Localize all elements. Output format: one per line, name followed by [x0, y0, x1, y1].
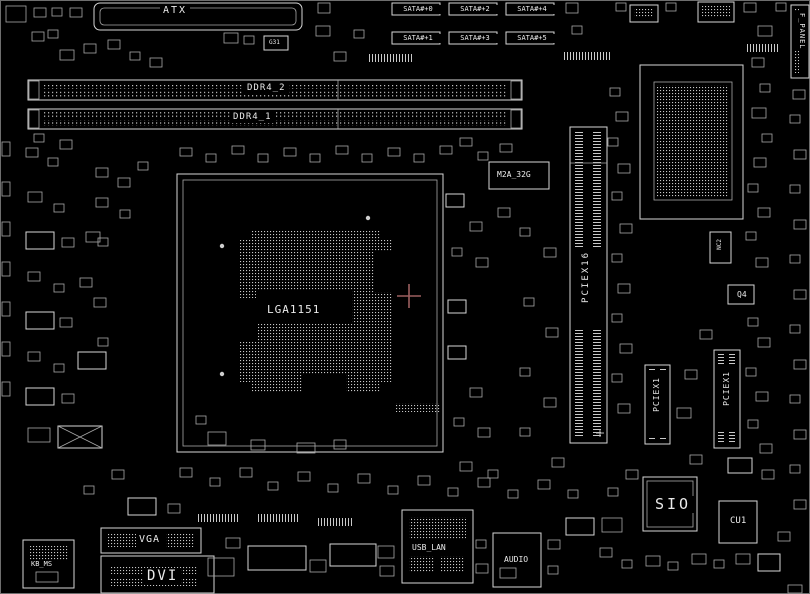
- atx-label: ATX: [160, 5, 191, 17]
- usb-lan-label: USB_LAN: [409, 543, 449, 553]
- m2-connector[interactable]: [488, 161, 550, 190]
- cu1-label: CU1: [727, 516, 750, 527]
- sata-label-6: SATA#+5: [508, 34, 556, 43]
- ddr4-2-label: DDR4_2: [244, 83, 289, 94]
- sio-label: SIO: [652, 496, 695, 513]
- sata-label-3: SATA#+4: [508, 5, 556, 14]
- passive-components-right: [607, 57, 807, 594]
- passive-components-cpu-right: [445, 193, 565, 479]
- ddr4-1-label: DDR4_1: [230, 112, 275, 123]
- sata-label-2: SATA#+2: [451, 5, 499, 14]
- atx-connector[interactable]: [93, 2, 303, 31]
- cpu-socket-label: LGA1151: [264, 303, 324, 316]
- nc2-label: NC2: [714, 238, 726, 251]
- m2-slot-label: M2A_32G: [494, 170, 534, 180]
- nc2-connector[interactable]: [709, 231, 732, 264]
- pciex1-top-label: PCIEX1: [650, 376, 664, 413]
- ddr4-1-slot[interactable]: [27, 108, 523, 130]
- g31-component[interactable]: [263, 35, 289, 51]
- pciex1-bottom-label: PCIEX1: [720, 370, 734, 407]
- sata-label-4: SATA#+1: [394, 34, 442, 43]
- f-panel-label: F_PANEL: [795, 12, 808, 51]
- q4-component[interactable]: [727, 284, 755, 305]
- kb-ms-label: KB_MS: [28, 560, 56, 569]
- q4-label: Q4: [734, 290, 750, 300]
- passive-components-left: [1, 141, 149, 449]
- cu1-chip[interactable]: [718, 500, 758, 544]
- sata-label-1: SATA#+0: [394, 5, 442, 14]
- origin-crosshair: [397, 284, 421, 308]
- audio-label: AUDIO: [501, 555, 532, 565]
- vga-connector[interactable]: [100, 527, 202, 554]
- passive-components-top: [5, 1, 787, 68]
- usb-lan-connector[interactable]: [401, 509, 474, 584]
- passive-components-mid: [33, 133, 513, 163]
- passive-components-bottom: [83, 467, 791, 577]
- sata-label-5: SATA#+3: [451, 34, 499, 43]
- kb-ms-connector[interactable]: [22, 539, 75, 589]
- g31-label: G31: [266, 39, 283, 47]
- chipset-bga[interactable]: [639, 64, 744, 220]
- vga-label: VGA: [136, 534, 164, 546]
- dvi-label: DVI: [144, 568, 182, 584]
- pciex16-label: PCIEX16: [579, 250, 594, 304]
- audio-connector[interactable]: [492, 532, 542, 588]
